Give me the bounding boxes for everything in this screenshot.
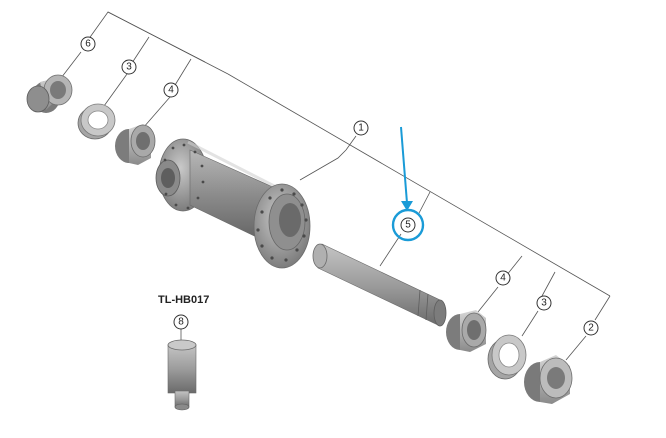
callout-6: 6 [80, 36, 96, 52]
tool-label: TL-HB017 [158, 294, 209, 306]
highlight-ring [391, 208, 425, 242]
callout-3-right: 3 [536, 295, 552, 311]
part-3-washer-left [77, 103, 116, 140]
leader-lines [57, 11, 611, 361]
part-4-cone-left [115, 124, 156, 165]
callout-4-left: 4 [163, 82, 179, 98]
part-4-cone-right [446, 310, 487, 352]
tool-8-tl-hb017 [167, 339, 197, 411]
callout-4-right: 4 [495, 270, 511, 286]
callout-8: 8 [173, 314, 189, 330]
callout-3-left: 3 [121, 59, 137, 75]
callout-8-label: 8 [178, 317, 184, 328]
callout-1: 1 [353, 120, 369, 136]
highlight-part-5 [391, 126, 425, 242]
callout-4-left-label: 4 [168, 85, 174, 96]
highlight-arrow-line [400, 126, 408, 204]
callout-2-label: 2 [588, 323, 594, 334]
part-5-axle [312, 243, 447, 327]
part-2-locknut [524, 355, 573, 404]
callout-5: 5 [400, 217, 416, 233]
callout-1-label: 1 [358, 123, 364, 134]
hub-body [155, 138, 311, 269]
callout-5-label: 5 [405, 220, 411, 231]
part-6-locknut [26, 74, 73, 113]
callout-6-label: 6 [85, 39, 91, 50]
callout-2: 2 [583, 320, 599, 336]
part-3-washer-right [487, 334, 527, 380]
callout-4-right-label: 4 [500, 273, 506, 284]
callout-3-left-label: 3 [126, 62, 132, 73]
callout-3-right-label: 3 [541, 298, 547, 309]
highlight-arrow-head [401, 201, 413, 211]
